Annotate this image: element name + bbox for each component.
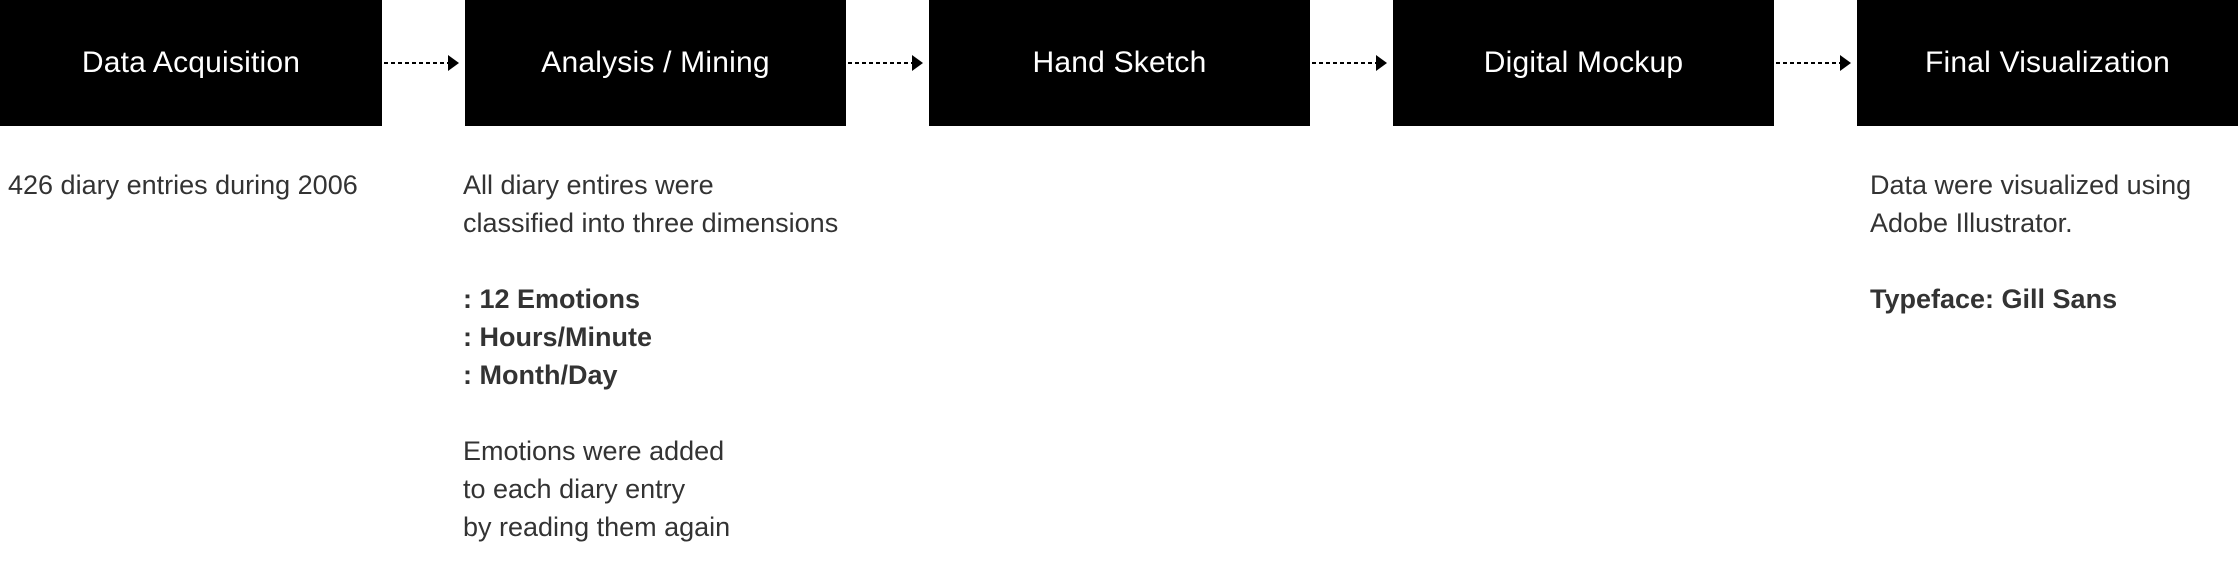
note-line: by reading them again <box>463 512 731 542</box>
note-line: All diary entires were <box>463 170 714 200</box>
dimension-item: : Hours/Minute <box>463 322 652 352</box>
note-line: Emotions were added <box>463 436 725 466</box>
stage-final-visualization: Final Visualization <box>1857 0 2238 126</box>
typeface-note: Typeface: Gill Sans <box>1870 284 2118 314</box>
note-line: 426 diary entries during 2006 <box>8 170 358 200</box>
spacer <box>1870 242 2191 280</box>
acquisition-note: 426 diary entries during 2006 <box>8 166 358 204</box>
stage-analysis-mining: Analysis / Mining <box>465 0 846 126</box>
stage-label: Final Visualization <box>1924 46 2171 79</box>
stage-label: Analysis / Mining <box>541 46 770 79</box>
stage-hand-sketch: Hand Sketch <box>929 0 1310 126</box>
note-line: Data were visualized using <box>1870 170 2192 200</box>
analysis-note: All diary entires were classified into t… <box>463 166 838 546</box>
note-line: to each diary entry <box>463 474 686 504</box>
spacer <box>463 242 838 280</box>
final-note: Data were visualized using Adobe Illustr… <box>1870 166 2191 318</box>
arrow-icon <box>1312 55 1387 71</box>
spacer <box>463 394 838 432</box>
note-line: Adobe Illustrator. <box>1870 208 2073 238</box>
note-line: classified into three dimensions <box>463 208 839 238</box>
arrow-icon <box>848 55 923 71</box>
stage-label: Digital Mockup <box>1483 46 1684 79</box>
dimension-item: : Month/Day <box>463 360 618 390</box>
stage-digital-mockup: Digital Mockup <box>1393 0 1774 126</box>
stage-label: Data Acquisition <box>81 46 301 79</box>
stage-label: Hand Sketch <box>1032 46 1207 79</box>
arrow-icon <box>384 55 459 71</box>
arrow-icon <box>1776 55 1851 71</box>
dimension-item: : 12 Emotions <box>463 284 641 314</box>
stage-data-acquisition: Data Acquisition <box>0 0 382 126</box>
